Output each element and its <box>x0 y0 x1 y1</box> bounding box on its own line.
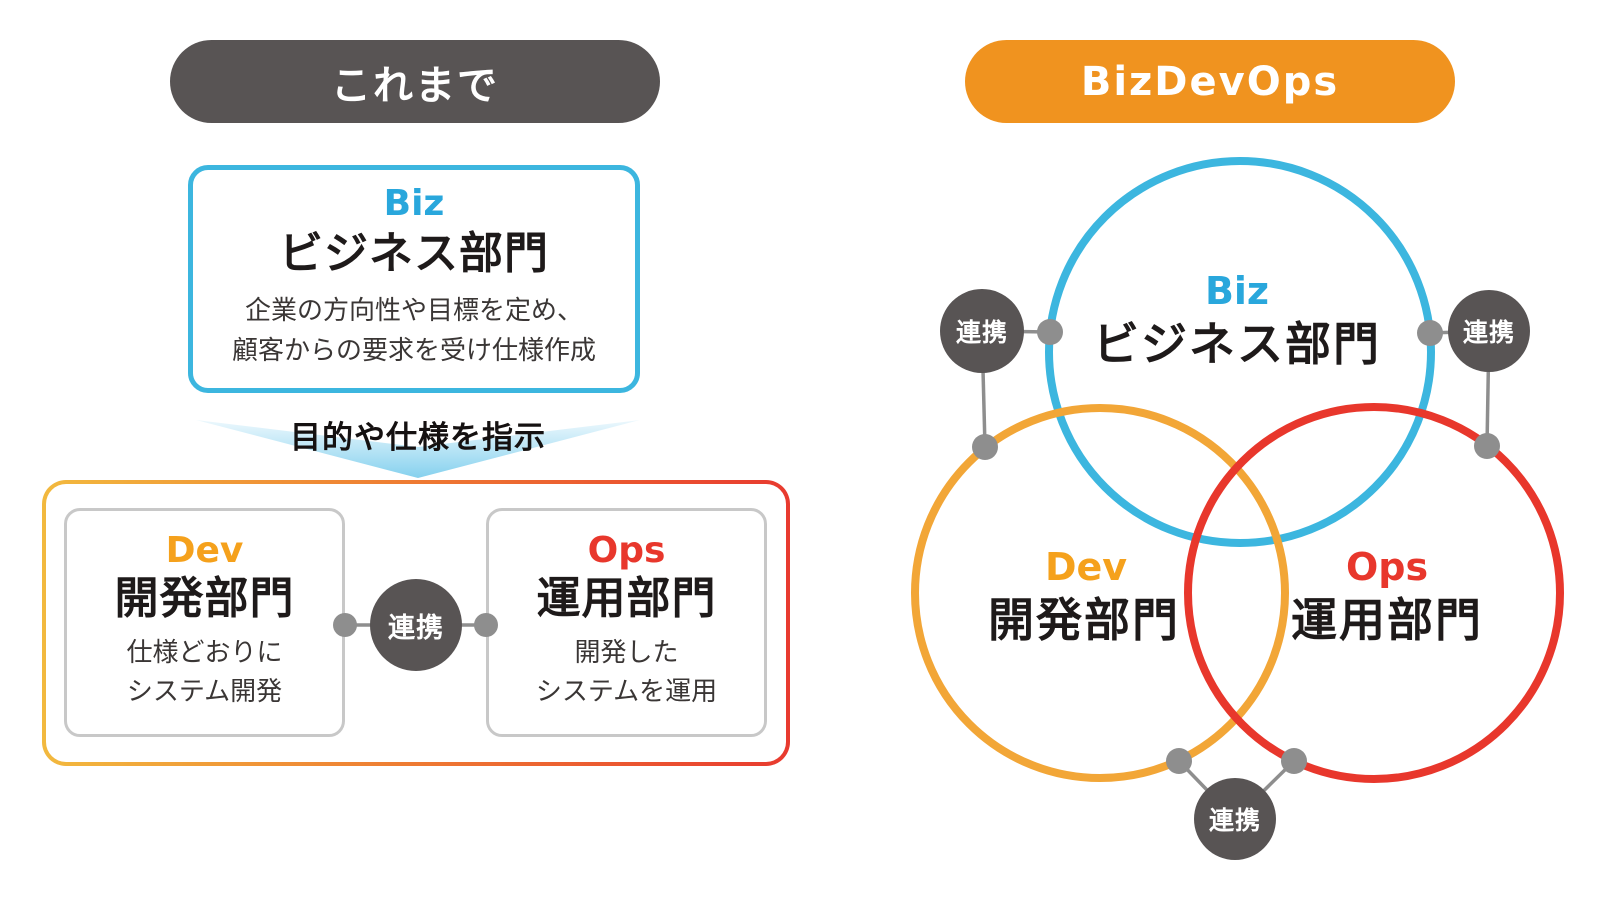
biz-box-desc-line1: 企業の方向性や目標を定め、 <box>244 296 583 327</box>
dev-box-tag: Dev <box>165 530 244 572</box>
ops-box-tag: Ops <box>587 530 666 572</box>
link-circle-right-label: 連携 <box>1462 318 1515 347</box>
connector-dot <box>1166 748 1192 774</box>
dev-box-desc-line1: 仕様どおりに <box>126 637 283 668</box>
ops-box-desc-line1: 開発した <box>574 637 679 668</box>
ops-box-desc-line2: システムを運用 <box>535 676 718 707</box>
link-circle-center: 連携 <box>370 579 462 671</box>
venn-biz-tag: Biz <box>1204 269 1270 313</box>
connector-dot <box>1281 748 1307 774</box>
connector-dot <box>1417 320 1443 346</box>
venn-dev-title: 開発部門 <box>988 593 1180 647</box>
header-pill-bizdevops: BizDevOps <box>965 40 1455 123</box>
venn-dev-tag: Dev <box>1044 545 1128 589</box>
link-circle-bottom: 連携 <box>1194 778 1276 860</box>
dev-box: Dev 開発部門 仕様どおりに システム開発 <box>64 508 345 737</box>
link-circle-left: 連携 <box>940 289 1024 373</box>
venn-biz-title: ビジネス部門 <box>1093 317 1381 371</box>
dev-box-desc-line2: システム開発 <box>126 676 283 707</box>
biz-box-desc-line2: 顧客からの要求を受け仕様作成 <box>231 336 596 367</box>
venn-ops-title: 運用部門 <box>1291 593 1483 647</box>
connector-dot <box>972 434 998 460</box>
header-pill-before-label: これまで <box>331 62 499 109</box>
arrow-label: 目的や仕様を指示 <box>290 420 546 456</box>
header-pill-bizdevops-label: BizDevOps <box>1080 58 1340 105</box>
ops-box-title: 運用部門 <box>536 573 717 625</box>
ops-box: Ops 運用部門 開発した システムを運用 <box>486 508 767 737</box>
link-circle-left-label: 連携 <box>955 318 1008 347</box>
link-circle-right: 連携 <box>1448 290 1530 372</box>
biz-box: Biz ビジネス部門 企業の方向性や目標を定め、 顧客からの要求を受け仕様作成 <box>188 165 640 393</box>
biz-box-title: ビジネス部門 <box>279 228 549 280</box>
connector-dot <box>1474 433 1500 459</box>
connector-dot <box>1037 319 1063 345</box>
venn-ops-tag: Ops <box>1345 545 1429 589</box>
biz-box-tag: Biz <box>383 183 445 225</box>
link-circle-bottom-label: 連携 <box>1208 806 1261 835</box>
link-circle-center-label: 連携 <box>388 612 444 644</box>
dev-box-title: 開発部門 <box>114 573 295 625</box>
header-pill-before: これまで <box>170 40 660 123</box>
